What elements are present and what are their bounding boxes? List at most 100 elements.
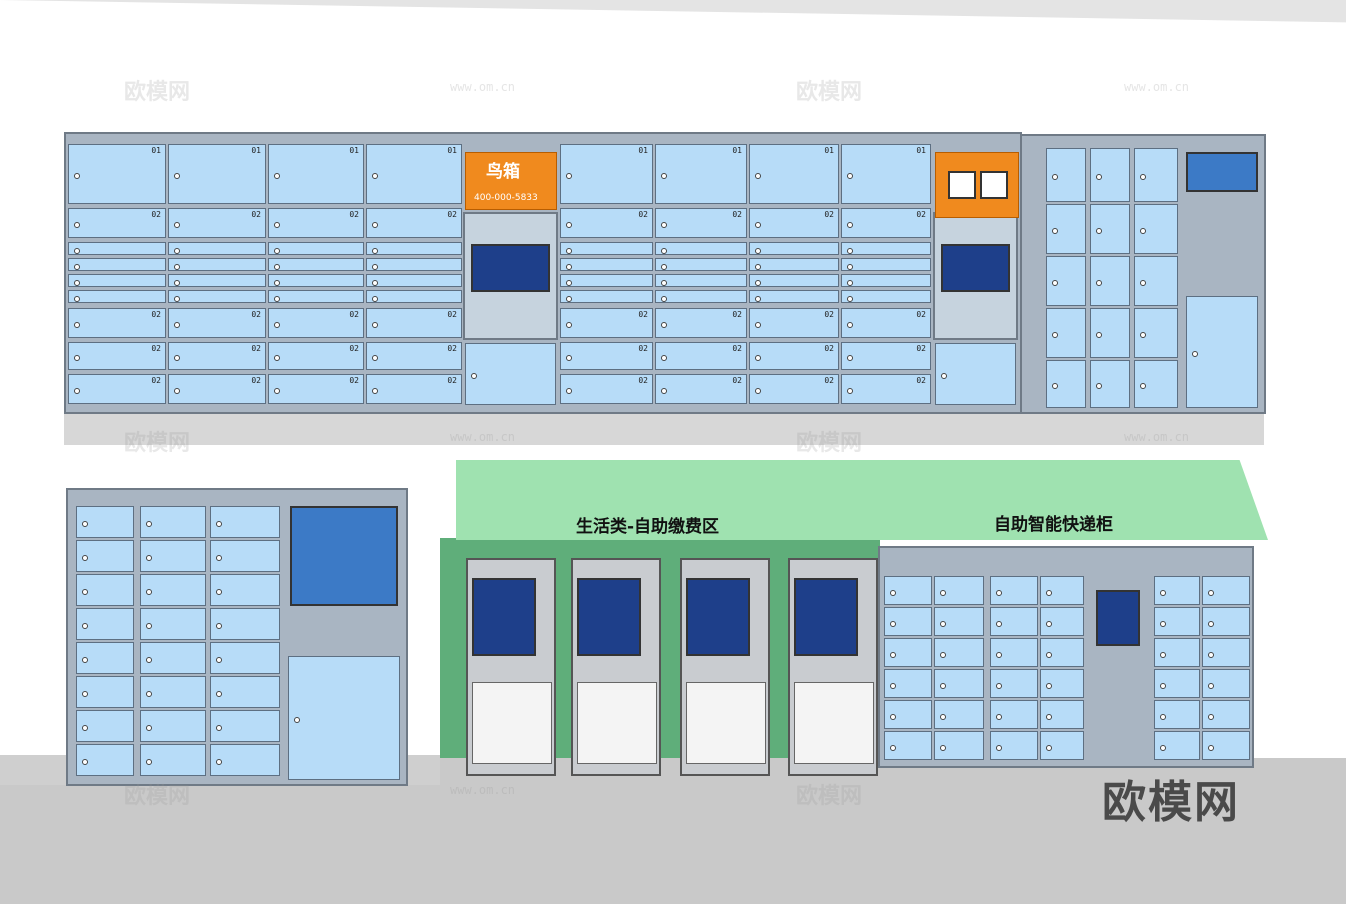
locker-door	[1046, 148, 1086, 202]
lock-knob-icon	[566, 388, 572, 394]
locker-door: 02	[366, 374, 462, 404]
lock-knob-icon	[216, 589, 222, 595]
lock-knob-icon	[216, 691, 222, 697]
locker-door	[268, 242, 364, 255]
locker-door	[366, 290, 462, 303]
brand-phone: 400-000-5833	[474, 193, 538, 203]
locker-door: 02	[168, 308, 266, 338]
lock-knob-icon	[1046, 744, 1052, 751]
locker-door	[1040, 576, 1084, 605]
locker-door	[560, 242, 653, 255]
locker-door	[76, 710, 134, 742]
lock-knob-icon	[174, 279, 180, 286]
locker-door	[990, 669, 1038, 698]
lock-knob-icon	[890, 682, 896, 689]
lock-knob-icon	[174, 222, 180, 228]
lock-knob-icon	[146, 521, 152, 527]
locker-number: 02	[447, 376, 457, 385]
locker-door	[1090, 360, 1130, 408]
locker-door	[210, 676, 280, 708]
lock-knob-icon	[996, 620, 1002, 627]
locker-number: 02	[916, 344, 926, 353]
locker-door	[934, 607, 984, 636]
locker-door	[884, 607, 932, 636]
lock-knob-icon	[1046, 589, 1052, 596]
locker-door	[465, 343, 556, 405]
lock-knob-icon	[890, 589, 896, 596]
locker-door	[268, 290, 364, 303]
locker-door	[210, 506, 280, 538]
locker-door	[1046, 204, 1086, 254]
qr-code-icon	[980, 171, 1008, 199]
lock-knob-icon	[661, 263, 667, 270]
lock-knob-icon	[1046, 620, 1052, 627]
lock-knob-icon	[146, 555, 152, 561]
locker-door	[366, 242, 462, 255]
locker-door: 02	[749, 308, 839, 338]
locker-door	[1202, 700, 1250, 729]
lock-knob-icon	[74, 247, 80, 254]
locker-door	[1202, 731, 1250, 760]
lock-knob-icon	[216, 759, 222, 765]
lock-knob-icon	[82, 555, 88, 561]
locker-door: 01	[268, 144, 364, 204]
lock-knob-icon	[890, 713, 896, 720]
locker-door: 02	[560, 374, 653, 404]
locker-door	[76, 608, 134, 640]
locker-door	[168, 242, 266, 255]
lock-knob-icon	[274, 355, 280, 361]
locker-door	[1154, 638, 1200, 667]
locker-door: 02	[268, 208, 364, 238]
locker-door	[749, 290, 839, 303]
locker-door	[1202, 576, 1250, 605]
lock-knob-icon	[1160, 682, 1166, 689]
sign-payment-area: 生活类-自助缴费区	[576, 517, 720, 537]
locker-door: 01	[560, 144, 653, 204]
lock-knob-icon	[216, 623, 222, 629]
lock-knob-icon	[755, 222, 761, 228]
locker-door	[268, 274, 364, 287]
lock-knob-icon	[146, 759, 152, 765]
touch-screen	[471, 244, 550, 292]
lock-knob-icon	[174, 173, 180, 179]
brand-panel: 鸟箱 400-000-5833	[465, 152, 557, 210]
locker-door	[76, 642, 134, 674]
lock-knob-icon	[1140, 383, 1146, 389]
lock-knob-icon	[755, 263, 761, 270]
locker-door	[1090, 148, 1130, 202]
locker-door: 02	[268, 374, 364, 404]
lock-knob-icon	[1096, 280, 1102, 286]
lock-knob-icon	[372, 222, 378, 228]
lock-knob-icon	[755, 247, 761, 254]
lock-knob-icon	[74, 173, 80, 179]
locker-door	[990, 700, 1038, 729]
locker-door	[1154, 700, 1200, 729]
lock-knob-icon	[74, 279, 80, 286]
lock-knob-icon	[847, 279, 853, 286]
locker-door	[1046, 256, 1086, 306]
locker-number: 02	[916, 210, 926, 219]
lock-knob-icon	[216, 555, 222, 561]
lock-knob-icon	[82, 657, 88, 663]
lock-knob-icon	[755, 173, 761, 179]
locker-door	[934, 638, 984, 667]
touch-screen	[577, 578, 641, 656]
locker-door: 01	[841, 144, 931, 204]
lock-knob-icon	[216, 725, 222, 731]
locker-number: 02	[732, 210, 742, 219]
lock-knob-icon	[1160, 713, 1166, 720]
lock-knob-icon	[1052, 332, 1058, 338]
lock-knob-icon	[82, 589, 88, 595]
locker-door: 02	[655, 374, 747, 404]
lock-knob-icon	[74, 322, 80, 328]
lock-knob-icon	[216, 521, 222, 527]
locker-door: 01	[366, 144, 462, 204]
lock-knob-icon	[661, 173, 667, 179]
locker-door	[366, 274, 462, 287]
lock-knob-icon	[940, 682, 946, 689]
locker-door: 02	[749, 374, 839, 404]
locker-door: 02	[560, 308, 653, 338]
lock-knob-icon	[996, 744, 1002, 751]
locker-door	[1134, 308, 1178, 358]
locker-door: 01	[655, 144, 747, 204]
